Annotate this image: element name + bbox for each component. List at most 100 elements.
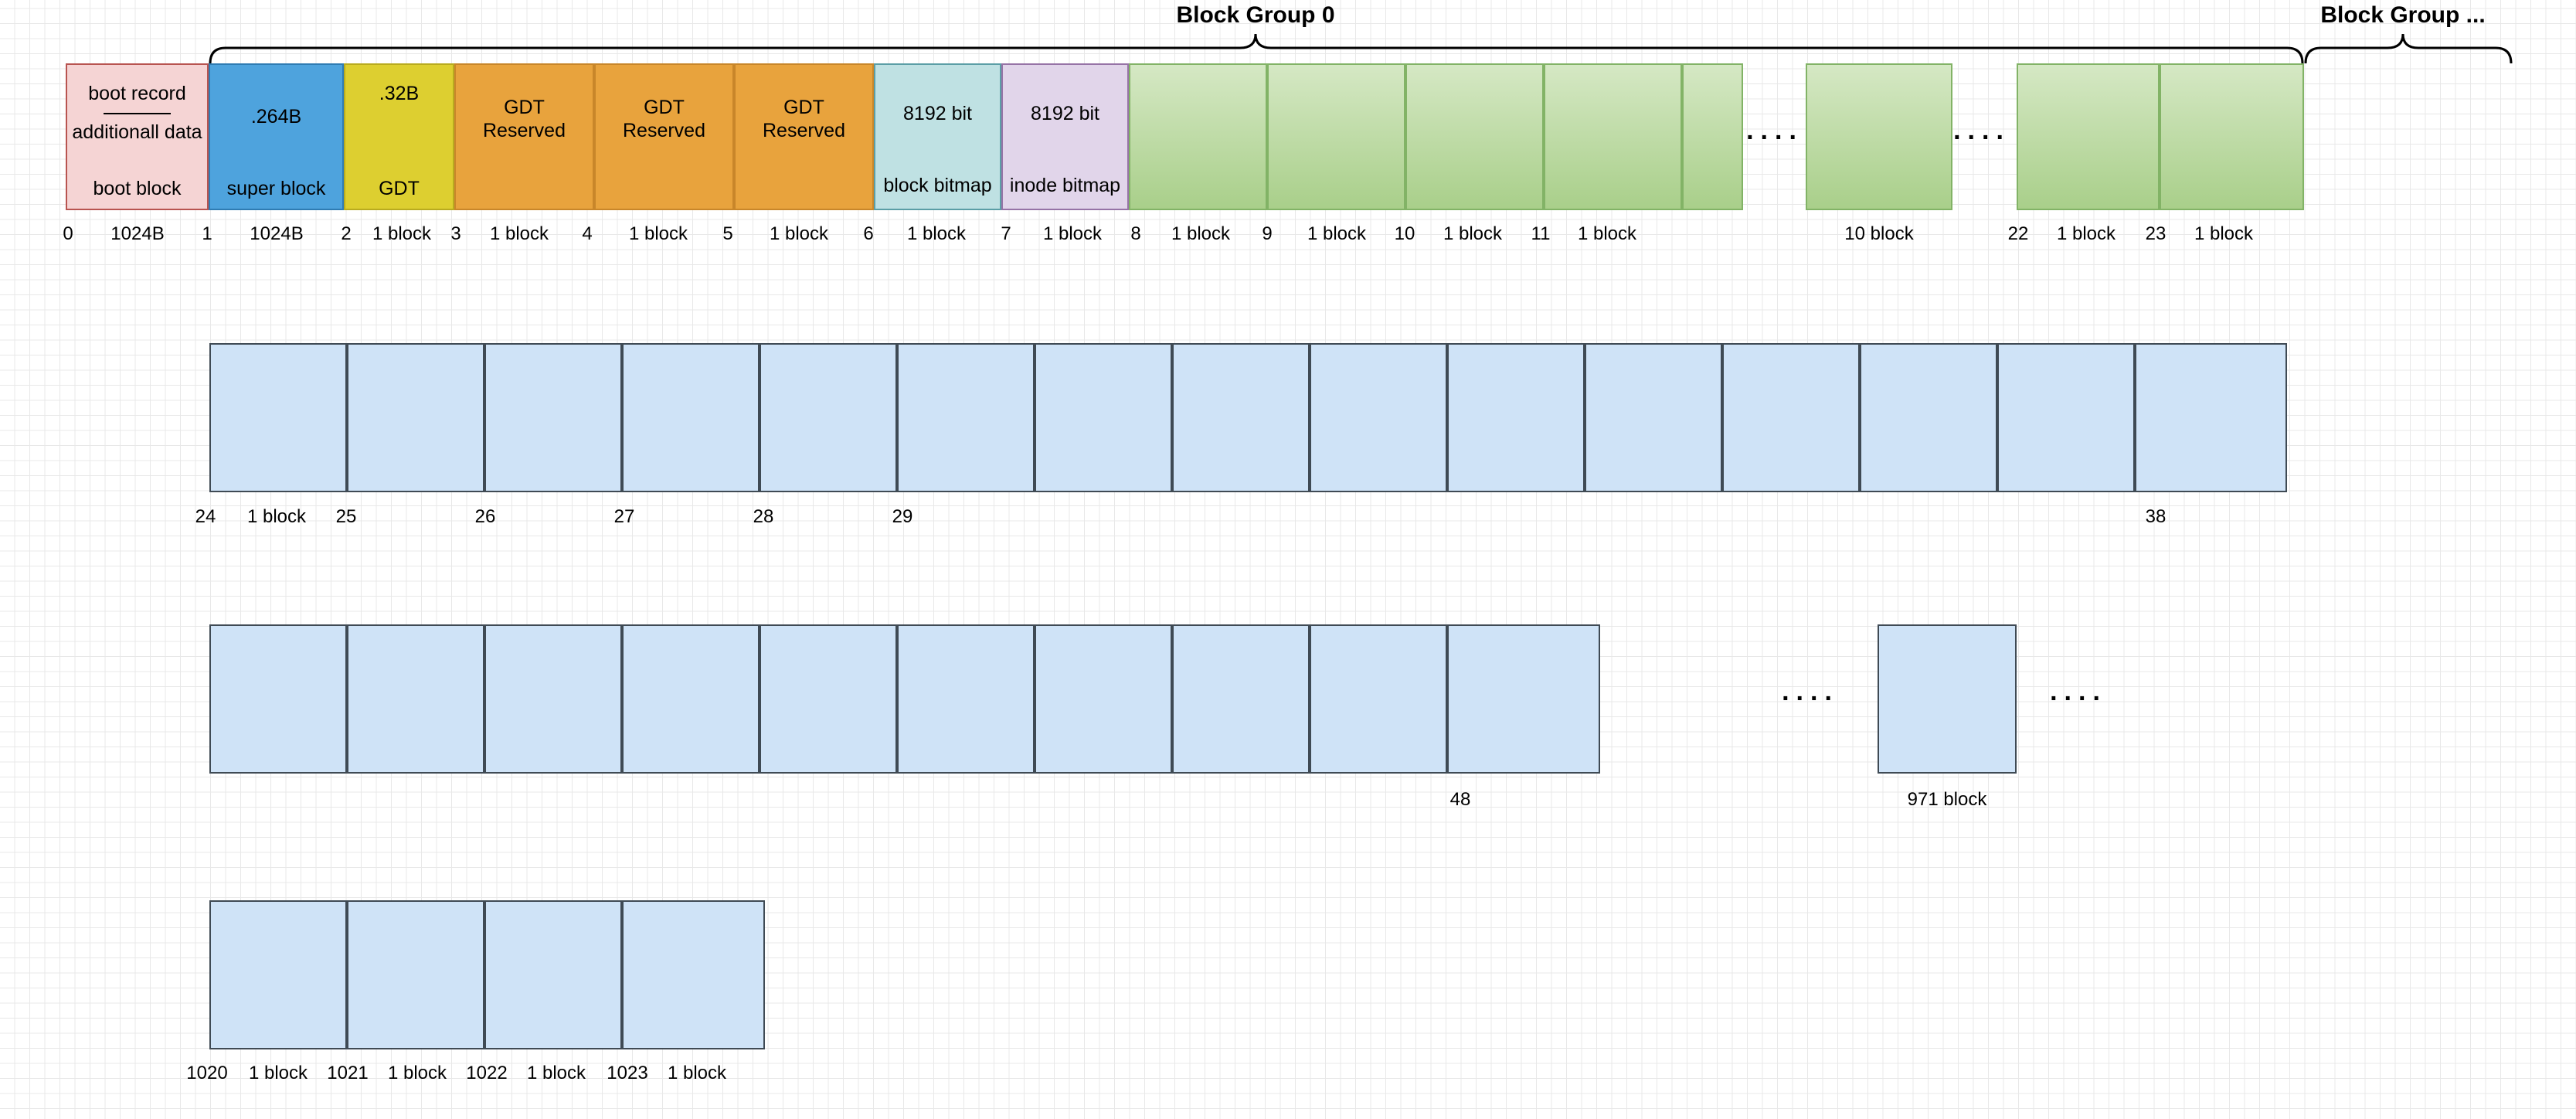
row4-cell-1[interactable] [209,900,347,1049]
row3-cell-8[interactable] [1172,624,1310,774]
gdt-reserved-2-line2: Reserved [623,120,705,141]
row2-cell-8[interactable] [1172,343,1310,492]
row2-cell-10[interactable] [1447,343,1585,492]
row1-tick-23: 1 block [1577,223,1637,244]
row2-cell-12[interactable] [1722,343,1860,492]
row1-cell-super-block[interactable]: .264B super block [209,63,344,210]
row1-cell-inode-table-1[interactable] [1129,63,1267,210]
row1-tick-28: 1 block [2194,223,2254,244]
row2-cell-7[interactable] [1035,343,1172,492]
brace-label-block-group-0: Block Group 0 [1176,2,1335,28]
row4-tick-2: 1021 [327,1063,369,1083]
row1-cell-inode-table-5[interactable] [1682,63,1743,210]
row3-cell-5[interactable] [760,624,897,774]
row2-cell-13[interactable] [1860,343,1997,492]
gdt-reserved-3-line2: Reserved [763,120,845,141]
row2-tick-4: 27 [613,506,635,527]
row3-cell-4[interactable] [622,624,760,774]
row1-tick-10: 5 [722,223,733,244]
row1-tick-17: 1 block [1171,223,1231,244]
gdt-reserved-2-line1: GDT [644,97,685,118]
row1-cell-gdt-reserved-3[interactable]: GDT Reserved [734,63,874,210]
row2-tick-2: 25 [335,506,357,527]
row3-cell-7[interactable] [1035,624,1172,774]
row3-cell-6[interactable] [897,624,1035,774]
row4-tick-7: 1 block [667,1063,727,1083]
row1-tick-20: 10 [1394,223,1415,244]
boot-record-label: boot record [88,83,186,104]
gdt-reserved-1-line2: Reserved [483,120,566,141]
row1-tick-11: 1 block [769,223,829,244]
row2-tick-5: 28 [753,506,774,527]
row1-cell-inode-table-4[interactable] [1544,63,1682,210]
row3-ellipsis-1: .... [1782,677,1839,706]
row1-cell-gdt-reserved-2[interactable]: GDT Reserved [594,63,734,210]
row2-tick-7: 38 [2145,506,2166,527]
block-bitmap-label: block bitmap [883,174,992,196]
row1-cell-block-bitmap[interactable]: 8192 bit block bitmap [874,63,1001,210]
row2-cell-3[interactable] [484,343,622,492]
row4-tick-5: 1 block [526,1063,586,1083]
row2-cell-9[interactable] [1310,343,1447,492]
row1-tick-19: 1 block [1307,223,1367,244]
row1-tick-16: 8 [1130,223,1141,244]
super-block-label: super block [226,177,326,199]
row1-cell-boot-block[interactable]: boot record additionall data boot block [66,63,209,210]
row2-cell-1[interactable] [209,343,347,492]
row1-tick-24: 10 block [1844,223,1914,244]
row2-cell-14[interactable] [1997,343,2135,492]
row1-cell-inode-bitmap[interactable]: 8192 bit inode bitmap [1001,63,1129,210]
gdt-reserved-1-line1: GDT [504,97,545,118]
row1-tick-15: 1 block [1042,223,1103,244]
row4-tick-0: 1020 [186,1063,228,1083]
row4-cell-2[interactable] [347,900,484,1049]
row2-cell-4[interactable] [622,343,760,492]
row1-cell-inode-table-7[interactable] [2017,63,2160,210]
row3-cell-1[interactable] [209,624,347,774]
row4-tick-1: 1 block [248,1063,308,1083]
brace-block-group-0 [209,33,2304,64]
row2-cell-15[interactable] [2135,343,2287,492]
gdt-label: GDT [379,177,420,199]
row4-cell-3[interactable] [484,900,622,1049]
row2-tick-1: 1 block [246,506,307,527]
row1-tick-8: 4 [582,223,593,244]
row4-tick-4: 1022 [466,1063,508,1083]
row1-tick-6: 3 [450,223,461,244]
additional-data-label: additionall data [72,121,202,143]
row3-ellipsis-2: .... [2050,677,2107,706]
row1-cell-inode-table-3[interactable] [1405,63,1544,210]
row2-cell-6[interactable] [897,343,1035,492]
row1-tick-0: 0 [63,223,73,244]
row2-cell-2[interactable] [347,343,484,492]
gdt-size-label: .32B [379,83,420,104]
row3-cell-tail[interactable] [1878,624,2017,774]
boot-divider-rule [104,113,171,114]
gdt-reserved-3-line1: GDT [783,97,824,118]
row4-cell-4[interactable] [622,900,765,1049]
brace-block-group-next [2304,33,2513,64]
boot-block-label: boot block [93,177,182,199]
row1-tick-5: 1 block [372,223,432,244]
row4-tick-6: 1023 [607,1063,648,1083]
row1-tick-26: 1 block [2056,223,2116,244]
row2-cell-5[interactable] [760,343,897,492]
row1-ellipsis-2: .... [1953,116,2010,145]
row3-cell-10[interactable] [1447,624,1600,774]
row1-cell-inode-table-6[interactable] [1806,63,1952,210]
row2-cell-11[interactable] [1585,343,1722,492]
row1-cell-gdt[interactable]: .32B GDT [344,63,454,210]
row2-tick-6: 29 [892,506,913,527]
row3-cell-3[interactable] [484,624,622,774]
brace-label-block-group-next: Block Group ... [2320,2,2486,28]
row1-tick-14: 7 [1001,223,1011,244]
row3-cell-9[interactable] [1310,624,1447,774]
row3-cell-2[interactable] [347,624,484,774]
super-block-size-label: .264B [250,106,302,128]
row3-tick-0: 48 [1449,789,1471,810]
inode-bitmap-size-label: 8192 bit [1031,103,1099,124]
row2-tick-0: 24 [195,506,216,527]
row1-cell-inode-table-8[interactable] [2160,63,2304,210]
row1-cell-inode-table-2[interactable] [1267,63,1405,210]
row1-cell-gdt-reserved-1[interactable]: GDT Reserved [454,63,594,210]
